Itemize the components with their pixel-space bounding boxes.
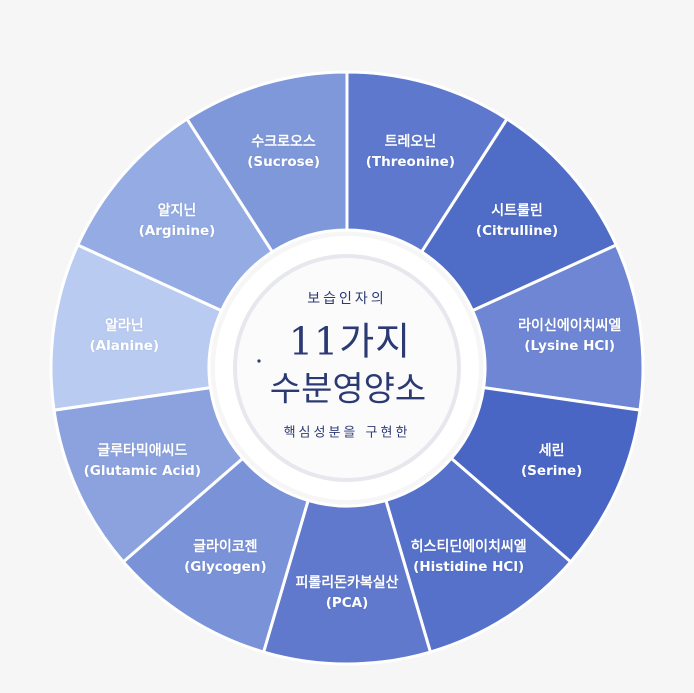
segment-label: 피롤리돈카복실산 (PCA) bbox=[295, 573, 398, 613]
wheel-segment bbox=[184, 70, 349, 254]
center-subtitle-top: 보습인자의 bbox=[307, 291, 387, 307]
segment-label: 세린 (Serine) bbox=[521, 441, 582, 481]
segment-label-korean: 글라이코젠 bbox=[193, 539, 258, 556]
segment-label: 히스티딘에이치씨엘 (Histidine HCl) bbox=[411, 537, 527, 577]
segment-label: 수크로오스 (Sucrose) bbox=[247, 132, 320, 172]
segment-label-english: (Lysine HCl) bbox=[524, 337, 616, 354]
segment-label-english: (Glutamic Acid) bbox=[83, 463, 202, 480]
segment-label: 글라이코젠 (Glycogen) bbox=[184, 537, 267, 577]
segment-label-english: (Citrulline) bbox=[475, 222, 559, 239]
center-ring bbox=[233, 254, 461, 482]
segment-label-korean: 알지닌 bbox=[157, 202, 197, 219]
segment-label: 시트룰린 (Citrulline) bbox=[476, 201, 558, 241]
segment-label-english: (Histidine HCl) bbox=[413, 559, 525, 576]
segment-label: 트레오닌 (Threonine) bbox=[366, 132, 455, 172]
segment-label-korean: 글루타믹애씨드 bbox=[97, 443, 188, 460]
segment-label-korean: 시트룰린 bbox=[491, 202, 543, 219]
segment-label-korean: 라이신에이치씨엘 bbox=[518, 317, 622, 334]
segment-label: 글루타믹애씨드 (Glutamic Acid) bbox=[84, 441, 201, 481]
segment-label-english: (PCA) bbox=[325, 595, 369, 611]
center-title-line2: 수분영양소 bbox=[269, 369, 427, 410]
segment-label-english: (Alanine) bbox=[89, 337, 160, 354]
segment-label-korean: 수크로오스 bbox=[251, 134, 316, 151]
segment-label: 알라닌 (Alanine) bbox=[90, 316, 160, 356]
segment-label-english: (Sucrose) bbox=[247, 154, 321, 171]
segment-label-english: (Serine) bbox=[521, 463, 583, 480]
segment-label-korean: 세린 bbox=[538, 443, 565, 460]
segment-label-english: (Arginine) bbox=[138, 222, 216, 239]
segment-label-korean: 피롤리돈카복실산 bbox=[295, 575, 399, 591]
segment-label-korean: 알라닌 bbox=[104, 317, 144, 334]
center-title-line1: 11가지 bbox=[288, 319, 412, 364]
segment-label-korean: 히스티딘에이치씨엘 bbox=[410, 539, 527, 556]
segment-label: 알지닌 (Arginine) bbox=[139, 201, 216, 241]
segment-label: 라이신에이치씨엘 (Lysine HCl) bbox=[518, 316, 621, 356]
center-dot bbox=[257, 359, 261, 363]
segment-label-english: (Glycogen) bbox=[184, 559, 267, 576]
segment-label-korean: 트레오닌 bbox=[384, 134, 437, 151]
center-subtitle-bottom: 핵심성분을 구현한 bbox=[283, 425, 411, 441]
segment-label-english: (Threonine) bbox=[365, 154, 456, 171]
